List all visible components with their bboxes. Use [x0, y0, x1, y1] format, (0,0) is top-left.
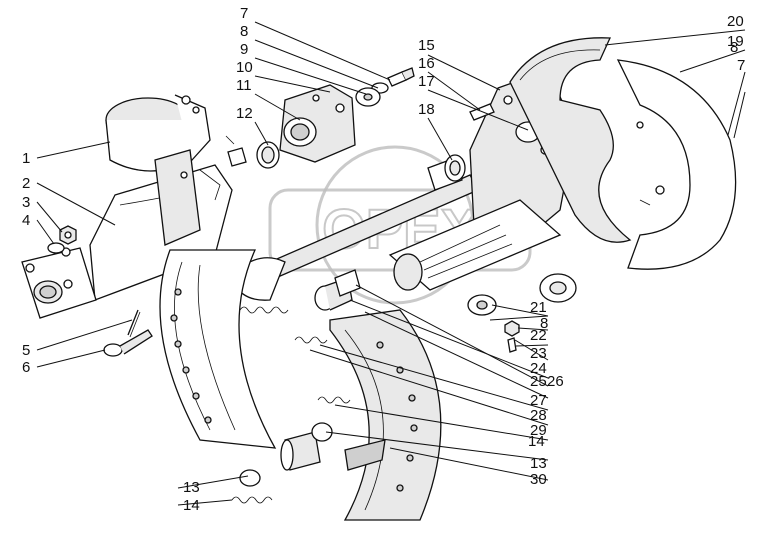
label-3: 3 — [22, 194, 30, 211]
label-17: 17 — [418, 73, 435, 90]
label-1: 1 — [22, 150, 30, 167]
nut-22 — [504, 320, 520, 337]
label-7: 7 — [240, 5, 248, 22]
label-11: 11 — [236, 77, 252, 94]
label-28: 28 — [530, 407, 547, 424]
label-8: 8 — [240, 23, 248, 40]
label-2: 2 — [22, 175, 30, 192]
seal-ring — [256, 141, 280, 169]
label-18: 18 — [418, 101, 435, 118]
label-26: 26 — [547, 373, 564, 390]
part-labels: 1 2 3 4 5 6 7 8 9 10 11 12 13 14 15 16 1… — [22, 5, 745, 514]
dust-shield-inner — [509, 37, 632, 243]
return-spring-mid — [317, 396, 351, 404]
grease-fitting — [507, 337, 517, 353]
label-20: 20 — [727, 13, 744, 30]
slack-adjuster — [279, 84, 356, 163]
label-4: 4 — [22, 212, 30, 229]
label-16: 16 — [418, 55, 435, 72]
label-14-left: 14 — [183, 497, 200, 514]
label-6: 6 — [22, 359, 30, 376]
label-8-right: 8 — [730, 39, 738, 56]
label-10: 10 — [236, 59, 253, 76]
brake-shoe-right — [329, 309, 442, 521]
label-8-lower: 8 — [540, 315, 548, 332]
leader-lines — [36, 21, 746, 506]
axle-flange — [21, 247, 97, 319]
spacer-ring — [355, 87, 381, 107]
washer-21 — [467, 294, 497, 316]
label-12: 12 — [236, 105, 253, 122]
label-13: 13 — [183, 479, 200, 496]
washer-large — [539, 273, 577, 303]
bolt-top — [387, 67, 415, 87]
label-25: 25 — [530, 373, 547, 390]
washer — [47, 242, 65, 254]
cotter-pin — [127, 309, 141, 338]
circlip — [239, 422, 333, 487]
o-ring — [444, 154, 466, 182]
nut — [59, 225, 77, 245]
return-spring-top — [239, 306, 328, 344]
brake-shoe-left — [159, 249, 277, 449]
label-14: 14 — [528, 433, 545, 450]
shoe-anchor-pin — [280, 431, 321, 471]
label-9: 9 — [240, 41, 248, 58]
label-29: 29 — [530, 422, 547, 439]
bushing — [334, 269, 361, 297]
label-27: 27 — [530, 392, 547, 409]
label-19: 19 — [727, 33, 744, 50]
label-24: 24 — [530, 360, 547, 377]
label-30: 30 — [530, 471, 547, 488]
label-22: 22 — [530, 327, 547, 344]
label-5: 5 — [22, 342, 30, 359]
spindle — [388, 199, 562, 291]
label-23: 23 — [530, 345, 547, 362]
label-13-right: 13 — [530, 455, 547, 472]
small-pin — [225, 135, 247, 167]
axle-housing — [89, 149, 233, 301]
dust-shield-outer — [616, 59, 737, 270]
label-7-right: 7 — [737, 57, 745, 74]
label-15: 15 — [418, 37, 435, 54]
return-spring-bottom — [231, 496, 273, 504]
label-21: 21 — [530, 299, 547, 316]
